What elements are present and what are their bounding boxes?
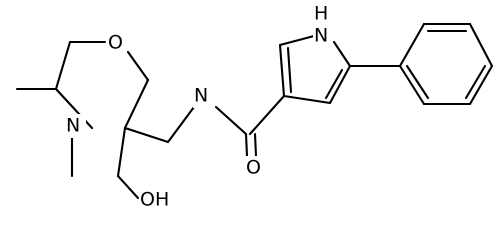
bond: [468, 22, 494, 68]
atom-label-background: [313, 4, 333, 48]
bond: [123, 126, 170, 144]
bond: [278, 34, 316, 47]
bond: [248, 94, 286, 136]
atom-n-amide-n: N: [194, 85, 208, 107]
bond: [126, 50, 150, 82]
bond: [244, 132, 249, 158]
atom-labels: O N N O OH H N: [64, 3, 333, 212]
bond: [464, 64, 487, 100]
bond: [166, 105, 196, 144]
bond: [286, 46, 293, 94]
atom-label-background: [64, 114, 86, 138]
atom-label-background: [246, 156, 264, 180]
bond: [332, 40, 352, 68]
bond: [398, 64, 426, 106]
bond: [405, 64, 430, 100]
bond: [116, 174, 140, 200]
phenyl-ring: [398, 22, 494, 106]
atom-oh-hydroxyl: OH: [140, 189, 169, 211]
bond: [116, 126, 127, 178]
atom-o-carbonyl: O: [246, 157, 261, 179]
atom-n-amine: N: [66, 115, 80, 137]
bond: [282, 94, 332, 105]
bond: [123, 78, 150, 130]
bond: [278, 43, 286, 98]
atom-label-background: [139, 188, 173, 212]
atom-n-pyrrole: N: [314, 25, 328, 47]
bond: [253, 132, 258, 158]
chemical-structure-diagram: O N N O OH H N: [15, 3, 494, 212]
bond: [398, 22, 426, 68]
bond: [328, 64, 352, 105]
atom-label-background: [106, 31, 126, 55]
bond: [468, 64, 494, 106]
bond: [324, 68, 344, 100]
bond: [54, 40, 72, 91]
bond: [214, 105, 248, 136]
atom-h-pyrrole: H: [314, 3, 328, 25]
atom-label-background: [193, 84, 215, 108]
pyrrole-ring: [278, 34, 352, 105]
atom-o-ring: O: [108, 32, 123, 54]
